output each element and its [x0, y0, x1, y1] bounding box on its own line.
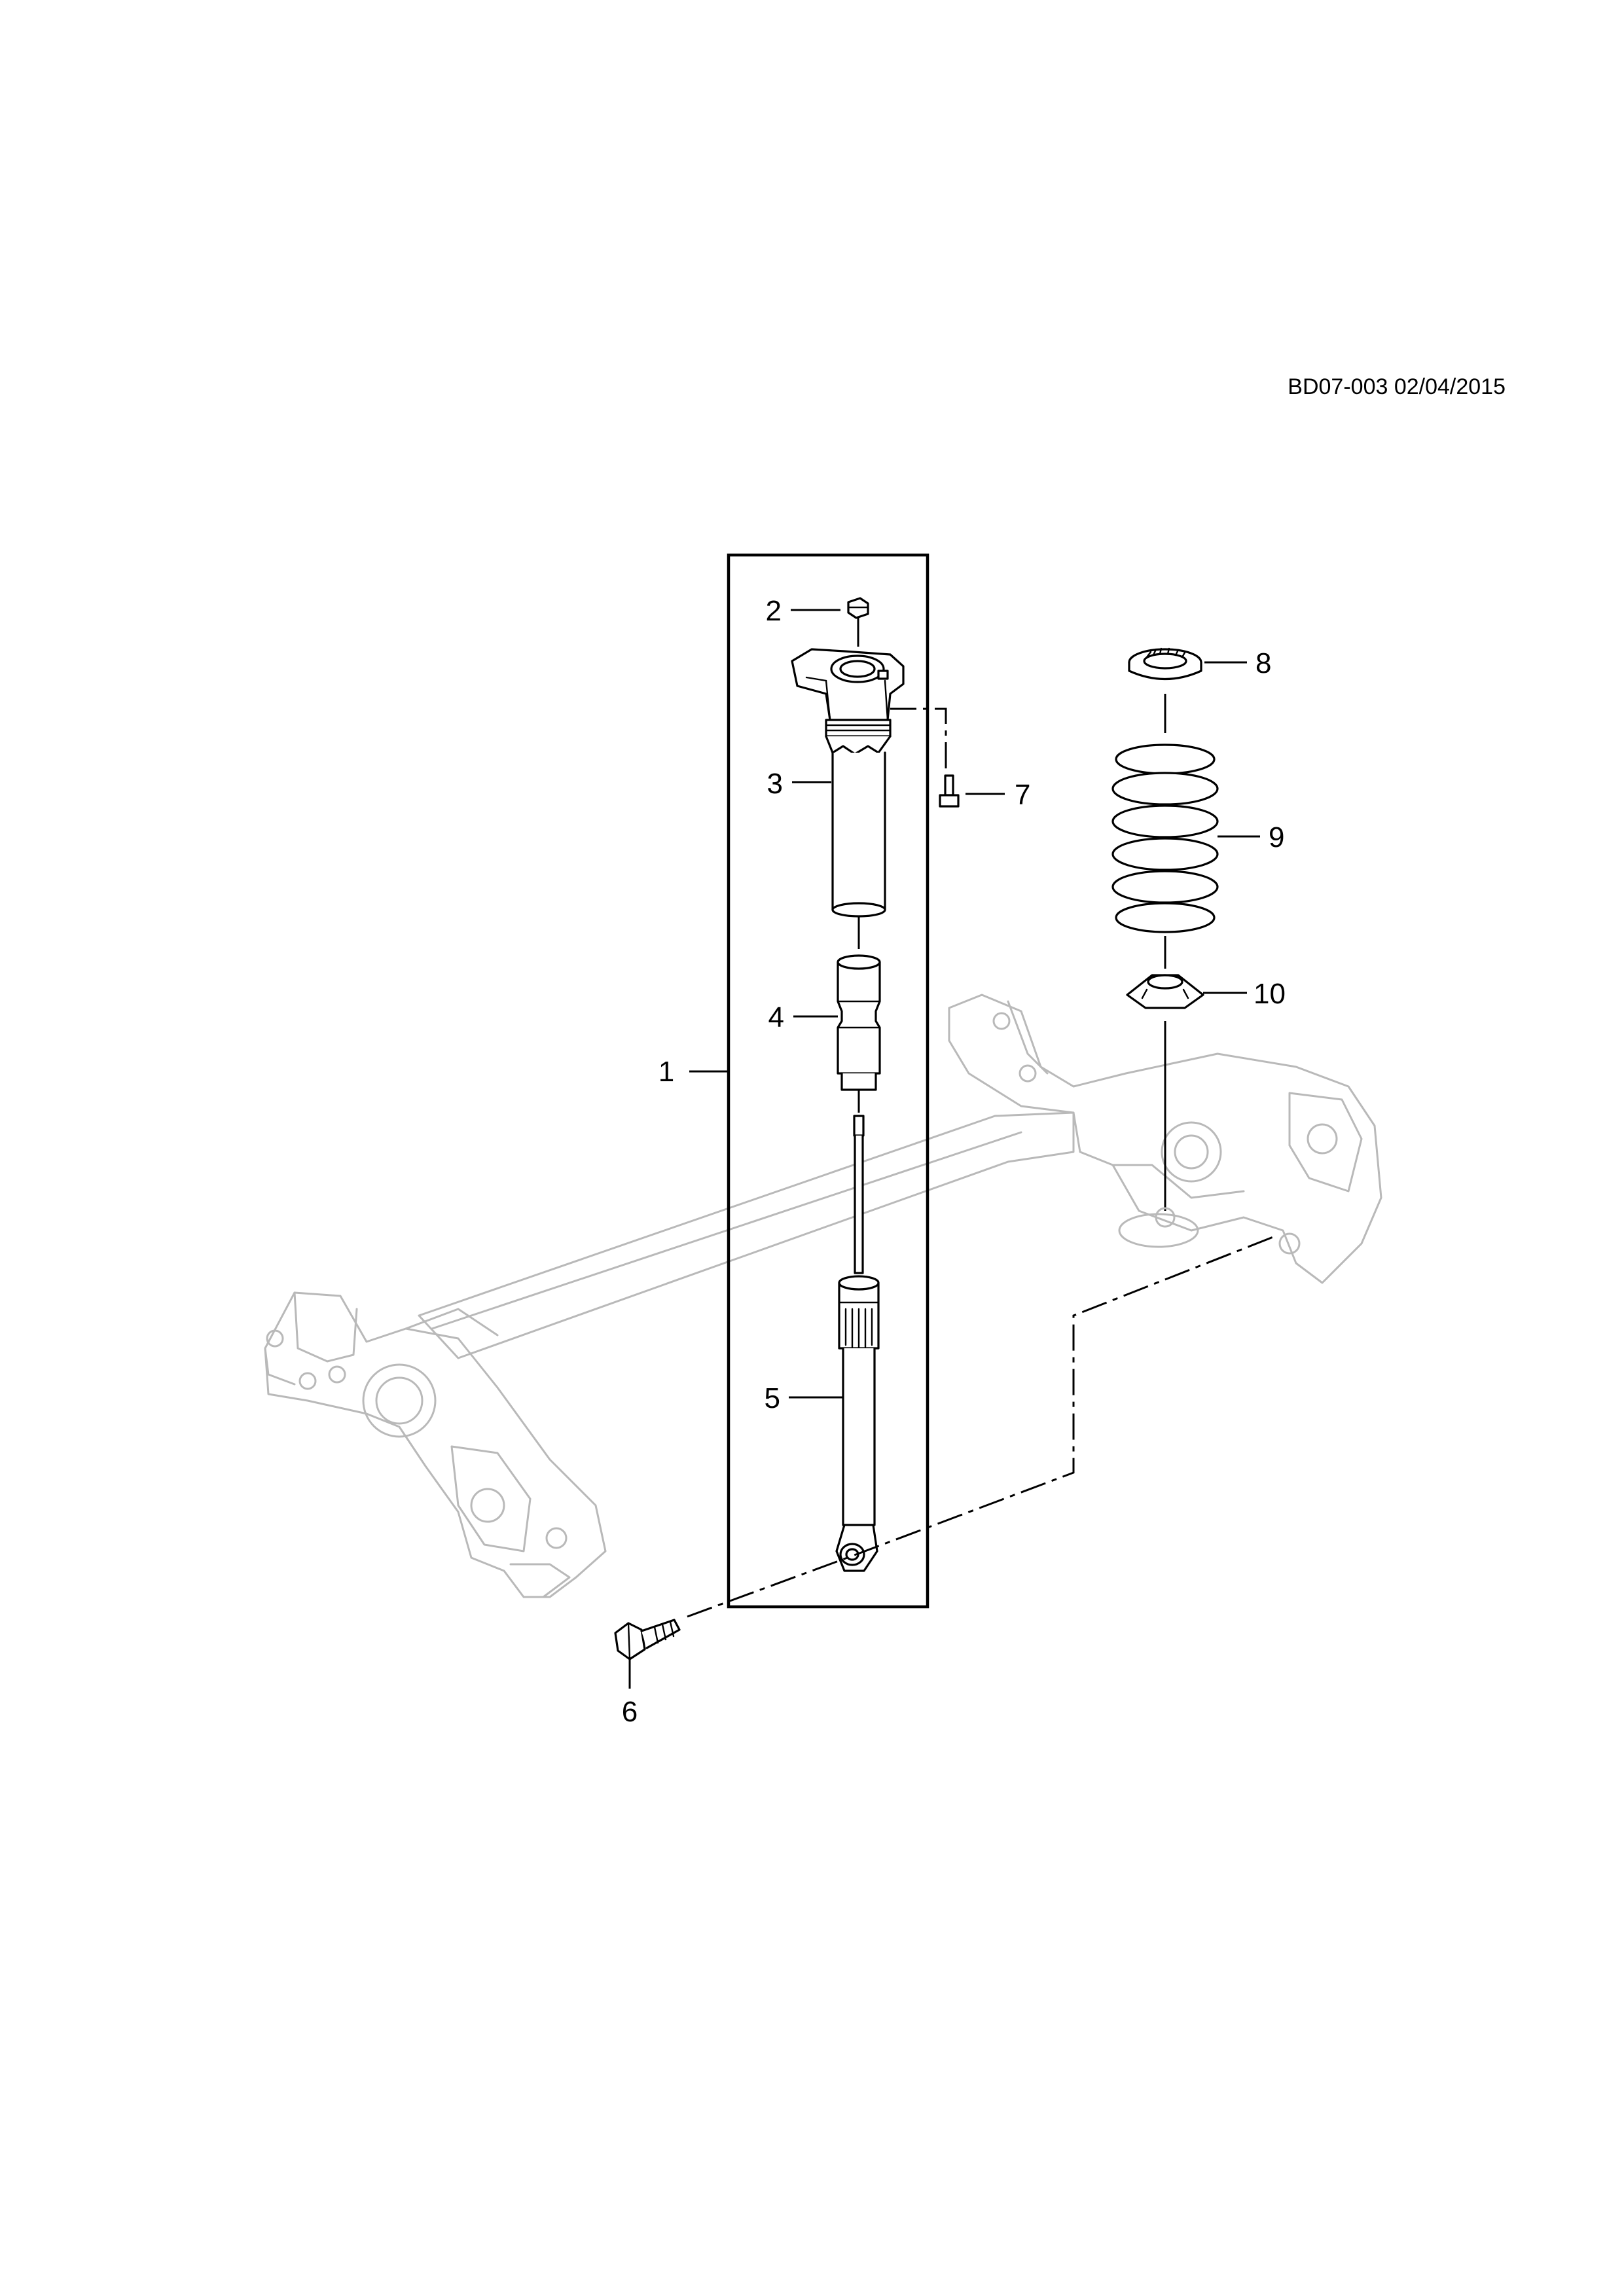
callout-1: 1	[659, 1056, 674, 1088]
dust-cover-with-mount	[791, 648, 905, 949]
coil-spring	[1111, 744, 1219, 969]
assembly-frame	[727, 553, 929, 1609]
bump-stop	[837, 954, 881, 1113]
bolt7-connection-line	[890, 708, 947, 772]
callout-3: 3	[767, 768, 783, 800]
callout-2: 2	[766, 595, 782, 627]
mount-bolt	[939, 774, 960, 808]
callout-4: 4	[768, 1001, 784, 1033]
callout-8: 8	[1255, 647, 1271, 679]
left-knuckle-ghost	[264, 1291, 607, 1598]
callout-5: 5	[765, 1382, 780, 1414]
upper-mount-nut	[847, 597, 869, 647]
callout-6: 6	[622, 1696, 638, 1728]
lower-spring-seat	[1126, 974, 1204, 1228]
drawing-code: BD07-003 02/04/2015	[1288, 374, 1506, 399]
callout-10: 10	[1254, 978, 1286, 1010]
right-knuckle-ghost	[948, 994, 1382, 1284]
axle-beam-edge	[431, 1131, 1022, 1330]
lower-mount-bolt	[614, 1619, 681, 1689]
rear-axle-ghost	[264, 994, 1382, 1598]
shock-absorber	[835, 1115, 880, 1572]
callout-7: 7	[1015, 779, 1030, 811]
callout-9: 9	[1269, 821, 1284, 853]
upper-spring-seat	[1128, 647, 1202, 733]
lower-bolt-connection-line	[687, 1236, 1274, 1618]
axle-beam	[418, 1111, 1075, 1359]
